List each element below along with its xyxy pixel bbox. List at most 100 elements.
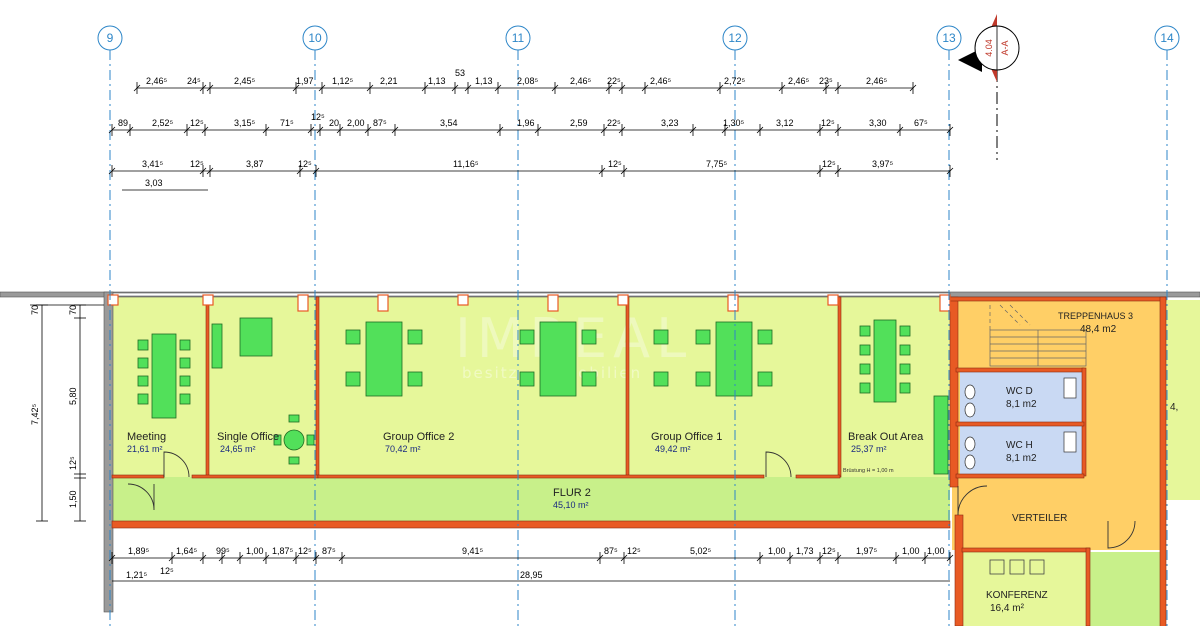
dim-label: 12⁵ xyxy=(160,566,174,576)
axis-bubble-11: 11 xyxy=(505,25,531,51)
room-labels: Meeting 21,61 m² Single Office 24,65 m² … xyxy=(127,311,1178,614)
door-swings xyxy=(127,451,1136,549)
dim-label: 3,97⁵ xyxy=(872,159,894,169)
dim-label: 3,23 xyxy=(661,118,679,128)
dim-label: 11,16⁵ xyxy=(453,159,479,169)
axis-bubble-13: 13 xyxy=(936,25,962,51)
stair-left-wall xyxy=(949,296,959,488)
axis-bubble-9: 9 xyxy=(97,25,123,51)
dim-label: 7,42⁵ xyxy=(30,403,40,425)
dim-row2: 89 2,52⁵ 12⁵ 3,15⁵ 71⁵ 12⁵ 20 2,00 87⁵ 3… xyxy=(118,112,928,128)
axis-bubbles: 9 10 11 12 13 14 xyxy=(97,25,1180,51)
room-name: TREPPENHAUS 3 xyxy=(1058,311,1133,321)
round-table xyxy=(283,429,305,451)
dim-label: 1,96 xyxy=(517,118,535,128)
dim-label: 1,13 xyxy=(475,76,493,86)
wc-fixtures xyxy=(964,377,1077,470)
dim-label: 1,50 xyxy=(68,490,78,508)
dim-label: 1,00 xyxy=(246,546,264,556)
corridor-wall-b xyxy=(191,474,319,479)
room-note: Brüstung H = 1,00 m xyxy=(843,468,894,474)
room-group-office-2: Group Office 2 70,42 m² xyxy=(383,431,454,454)
konferenz-fill xyxy=(962,552,1087,626)
dim-label: 87⁵ xyxy=(322,546,336,556)
room-break-out: Break Out Area 25,37 m² Brüstung H = 1,0… xyxy=(843,431,924,474)
dim-label: 2,21 xyxy=(380,76,398,86)
room-verteiler: VERTEILER xyxy=(1012,513,1067,524)
svg-text:9: 9 xyxy=(107,31,114,45)
room-area: 16,4 m² xyxy=(990,603,1025,614)
dim-label: 5,80 xyxy=(68,387,78,405)
svg-text:10: 10 xyxy=(308,31,322,45)
dim-bottom-row1: 1,89⁵ 1,64⁵ 99⁵ 1,00 1,87⁵ 12⁵ 87⁵ 9,41⁵… xyxy=(128,546,945,556)
dim-label: 3,87 xyxy=(246,159,264,169)
svg-text:12: 12 xyxy=(728,31,742,45)
dim-label: 53 xyxy=(455,68,465,78)
room-name: FLUR 2 xyxy=(553,487,591,499)
dim-label: 12⁵ xyxy=(298,546,312,556)
dim-label: 2,45⁵ xyxy=(234,76,256,86)
room-treppenhaus: TREPPENHAUS 3 48,4 m2 xyxy=(1058,311,1133,335)
dim-label: 1,97 xyxy=(296,76,314,86)
dim-row3-ticks xyxy=(108,165,954,177)
dim-row3: 3,41⁵ 12⁵ 3,87 12⁵ 11,16⁵ 12⁵ 7,75⁵ 12⁵ … xyxy=(142,159,894,188)
dim-label: 67⁵ xyxy=(914,118,928,128)
dim-label: 1,89⁵ xyxy=(128,546,150,556)
dim-label: 2,72⁵ xyxy=(724,76,746,86)
room-name: VERTEILER xyxy=(1012,513,1067,524)
dim-label: 5,02⁵ xyxy=(690,546,712,556)
dim-label: 89 xyxy=(118,118,128,128)
wc-d-fill xyxy=(960,372,1082,422)
corridor-wall-c xyxy=(317,474,765,479)
room-name: Single Office xyxy=(217,431,279,443)
right-edge-fill xyxy=(1090,552,1160,626)
dim-label: 12⁵ xyxy=(298,159,312,169)
dim-label: 87⁵ xyxy=(604,546,618,556)
dim-row2-ticks xyxy=(108,124,954,136)
dim-label: 28,95 xyxy=(520,570,543,580)
room-wc-d: WC D 8,1 m2 xyxy=(1006,386,1037,410)
kitchen-unit xyxy=(933,395,949,475)
desk-cluster-g1 xyxy=(715,321,753,397)
room-name: KONFERENZ xyxy=(986,590,1048,601)
dim-label: 71⁵ xyxy=(280,118,294,128)
room-name: Break Out Area xyxy=(848,431,924,443)
room-name: WC H xyxy=(1006,440,1033,451)
svg-text:13: 13 xyxy=(942,31,956,45)
dim-label: 1,73 xyxy=(796,546,814,556)
dim-row1-ticks xyxy=(133,82,917,94)
room-name: Group Office 1 xyxy=(651,431,722,443)
dim-label: 12⁵ xyxy=(190,118,204,128)
desk-cluster-g2a xyxy=(365,321,403,397)
partition-group2-group1 xyxy=(625,296,630,478)
dim-label: 3,03 xyxy=(145,178,163,188)
single-office-desk xyxy=(239,317,273,357)
dim-label: 2,59 xyxy=(570,118,588,128)
dim-label: 12⁵ xyxy=(627,546,641,556)
grid-axes xyxy=(109,50,1168,626)
dim-label: 24⁵ xyxy=(187,76,201,86)
dim-label: 1,97⁵ xyxy=(856,546,878,556)
section-marker: 4.04 A-A xyxy=(958,14,1020,160)
dim-label: 2,46⁵ xyxy=(570,76,592,86)
wc-h-fill xyxy=(960,426,1082,474)
dim-label: 1,00 xyxy=(768,546,786,556)
facade-window-strip xyxy=(111,292,951,297)
section-name: A-A xyxy=(1000,40,1010,55)
furniture xyxy=(137,317,1045,575)
room-meeting: Meeting 21,61 m² xyxy=(127,431,166,454)
axis-bubble-12: 12 xyxy=(722,25,748,51)
dim-label: 2,52⁵ xyxy=(152,118,174,128)
dimension-lines-top xyxy=(112,87,950,191)
room-name: Meeting xyxy=(127,431,166,443)
breakout-table xyxy=(873,319,897,403)
partition-meeting-single xyxy=(205,296,210,478)
dim-left-labels: 70 70 7,42⁵ 5,80 12⁵ 1,50 xyxy=(30,305,78,508)
dim-label: 12⁵ xyxy=(822,546,836,556)
dim-label: 1,00 xyxy=(927,546,945,556)
dim-label: 99⁵ xyxy=(216,546,230,556)
dim-label: 1,64⁵ xyxy=(176,546,198,556)
konferenz-top-wall xyxy=(961,547,1091,553)
dim-label: 12⁵ xyxy=(822,159,836,169)
dim-label: 3,30 xyxy=(869,118,887,128)
